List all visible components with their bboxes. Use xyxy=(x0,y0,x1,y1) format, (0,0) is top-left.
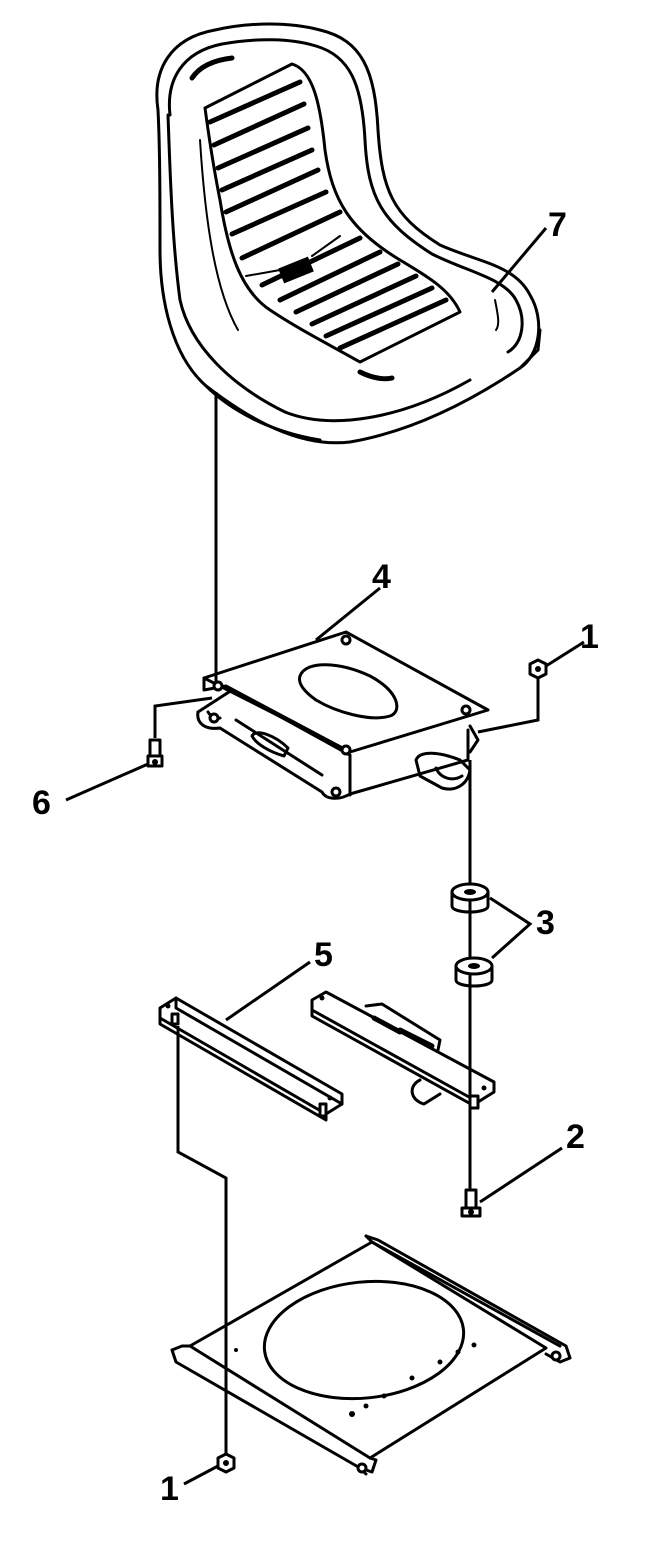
spacer-icon xyxy=(450,882,490,914)
callout-7: 7 xyxy=(548,206,567,244)
seat-cushion-slats xyxy=(207,79,449,351)
nut-icon xyxy=(216,1452,236,1474)
callout-4: 4 xyxy=(372,558,391,596)
callout-1-top: 1 xyxy=(580,618,599,656)
seat-pan-bracket-icon xyxy=(196,630,490,800)
spacer-icon xyxy=(454,956,494,988)
nut-icon xyxy=(528,658,548,680)
callout-1-bottom: 1 xyxy=(160,1470,179,1508)
screw-icon xyxy=(146,738,164,768)
bolt-icon xyxy=(460,1188,482,1218)
seat-slide-rail-icon xyxy=(158,990,496,1122)
seat-icon xyxy=(155,22,542,445)
callout-2: 2 xyxy=(566,1118,585,1156)
callout-3: 3 xyxy=(536,904,555,942)
callout-5: 5 xyxy=(314,936,333,974)
seat-base-plate-icon xyxy=(170,1234,572,1476)
callout-6: 6 xyxy=(32,784,51,822)
